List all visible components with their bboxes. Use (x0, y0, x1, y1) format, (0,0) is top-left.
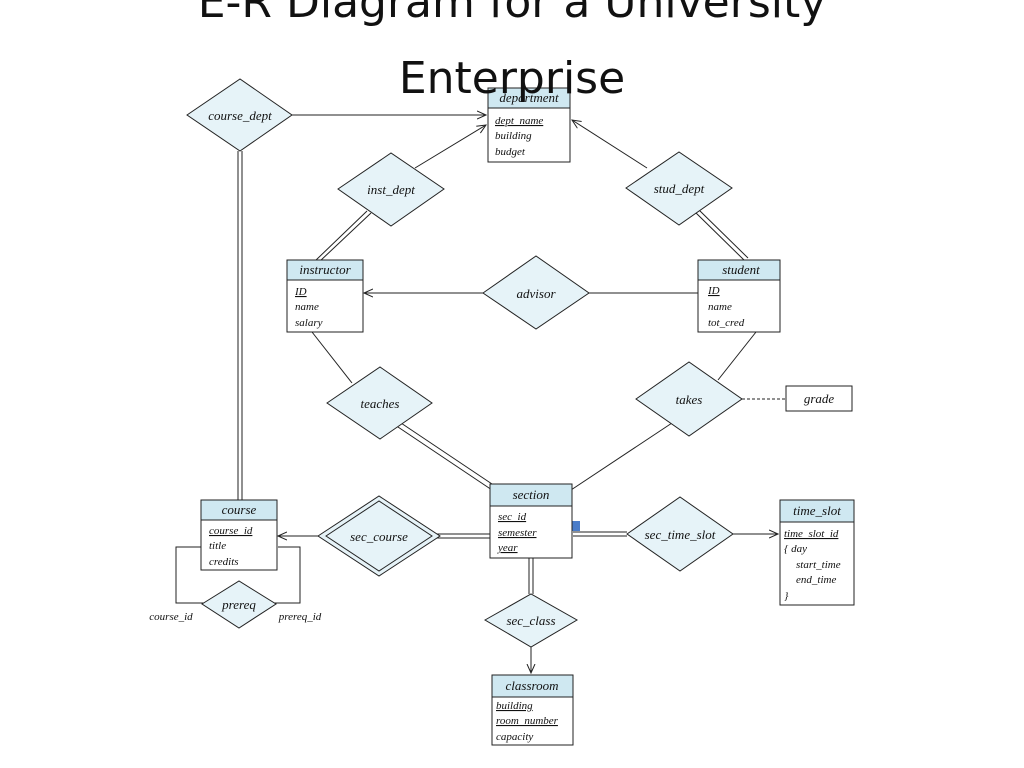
edge-teaches-section-a (394, 424, 493, 491)
relationship-teaches: teaches (326, 366, 433, 440)
entity-attr: name (295, 301, 319, 313)
entity-name: section (513, 487, 550, 502)
relationship-label: sec_class (506, 613, 555, 628)
edge-stud-dept-department (572, 120, 648, 169)
entity-time-slot: time_slot time_slot_id { day start_time … (779, 499, 855, 606)
connectors (175, 115, 786, 673)
entity-attr: credits (209, 556, 239, 568)
relationship-stud-dept: stud_dept (625, 151, 733, 226)
entity-name: instructor (299, 262, 351, 277)
edge-takes-student (717, 331, 757, 381)
entity-attr: capacity (496, 731, 533, 743)
primary-key-attr: semester (498, 527, 537, 539)
entity-student: student ID name tot_cred (697, 259, 781, 333)
primary-key-attr: course_id (209, 525, 253, 537)
entity-name: time_slot (793, 503, 841, 518)
edge-prereq-course-right (273, 546, 301, 604)
edge-inst-dept-instructor-b (318, 212, 372, 263)
primary-key-attr: ID (707, 285, 720, 297)
entity-attr: start_time (796, 559, 841, 571)
edge-inst-dept-instructor-a (314, 210, 368, 262)
entity-attr: title (209, 540, 226, 552)
edge-teaches-section-b (397, 420, 496, 487)
primary-key-attr: ID (294, 286, 307, 298)
relationship-sec-course: sec_course (317, 495, 441, 577)
primary-key-attr: room_number (496, 715, 559, 727)
entity-attr: name (708, 301, 732, 313)
attribute-grade: grade (785, 385, 853, 412)
edge-takes-section (570, 422, 673, 491)
relationship-label: course_dept (208, 108, 272, 123)
relationship-label: sec_course (350, 529, 408, 544)
role-label-course-id: course_id (149, 611, 193, 623)
entity-name: classroom (506, 678, 559, 693)
entity-attr: building (495, 130, 532, 142)
entity-attr: salary (295, 317, 323, 329)
entity-course: course course_id title credits (200, 499, 278, 571)
relationship-sec-class: sec_class (483, 593, 579, 648)
selection-marker (572, 521, 580, 531)
edge-teaches-instructor (311, 331, 353, 384)
relationship-sec-time-slot: sec_time_slot (626, 496, 734, 572)
entity-attr: { day (784, 543, 807, 555)
relationship-label: inst_dept (367, 182, 415, 197)
relationship-course-dept: course_dept (186, 78, 293, 152)
title-line-2: Enterprise (398, 53, 626, 104)
relationship-prereq: prereq (201, 580, 277, 629)
role-label-prereq-id: prereq_id (278, 611, 322, 623)
entity-attr: budget (495, 146, 526, 158)
primary-key-attr: sec_id (498, 511, 527, 523)
primary-key-attr: building (496, 700, 533, 712)
relationship-label: prereq (221, 597, 256, 612)
primary-key-attr: dept_name (495, 115, 543, 127)
title-line-1: E-R Diagram for a University (197, 0, 827, 28)
edge-stud-dept-student-a (693, 210, 745, 261)
relationship-label: teaches (361, 396, 400, 411)
relationship-label: stud_dept (654, 181, 705, 196)
entity-name: course (222, 502, 257, 517)
relationship-inst-dept: inst_dept (337, 152, 445, 227)
entity-classroom: classroom building room_number capacity (491, 674, 574, 746)
edge-prereq-course-left (175, 546, 204, 604)
entity-attr: end_time (796, 574, 836, 586)
entity-attr: tot_cred (708, 317, 745, 329)
entity-name: student (722, 262, 760, 277)
relationship-label: sec_time_slot (645, 527, 716, 542)
entity-department: department dept_name building budget (487, 87, 571, 163)
entity-attr: } (784, 590, 789, 602)
entity-section: section sec_id semester year (489, 483, 573, 559)
primary-key-attr: time_slot_id (784, 528, 839, 540)
entity-name: department (499, 90, 559, 105)
relationship-label: takes (676, 392, 703, 407)
relationship-label: advisor (517, 286, 557, 301)
attribute-label: grade (804, 391, 835, 406)
edge-stud-dept-student-b (697, 208, 749, 259)
relationship-takes: takes (635, 361, 743, 437)
primary-key-attr: year (497, 542, 518, 554)
relationship-advisor: advisor (482, 255, 590, 330)
entity-instructor: instructor ID name salary (286, 259, 364, 333)
edge-inst-dept-department (414, 125, 486, 169)
